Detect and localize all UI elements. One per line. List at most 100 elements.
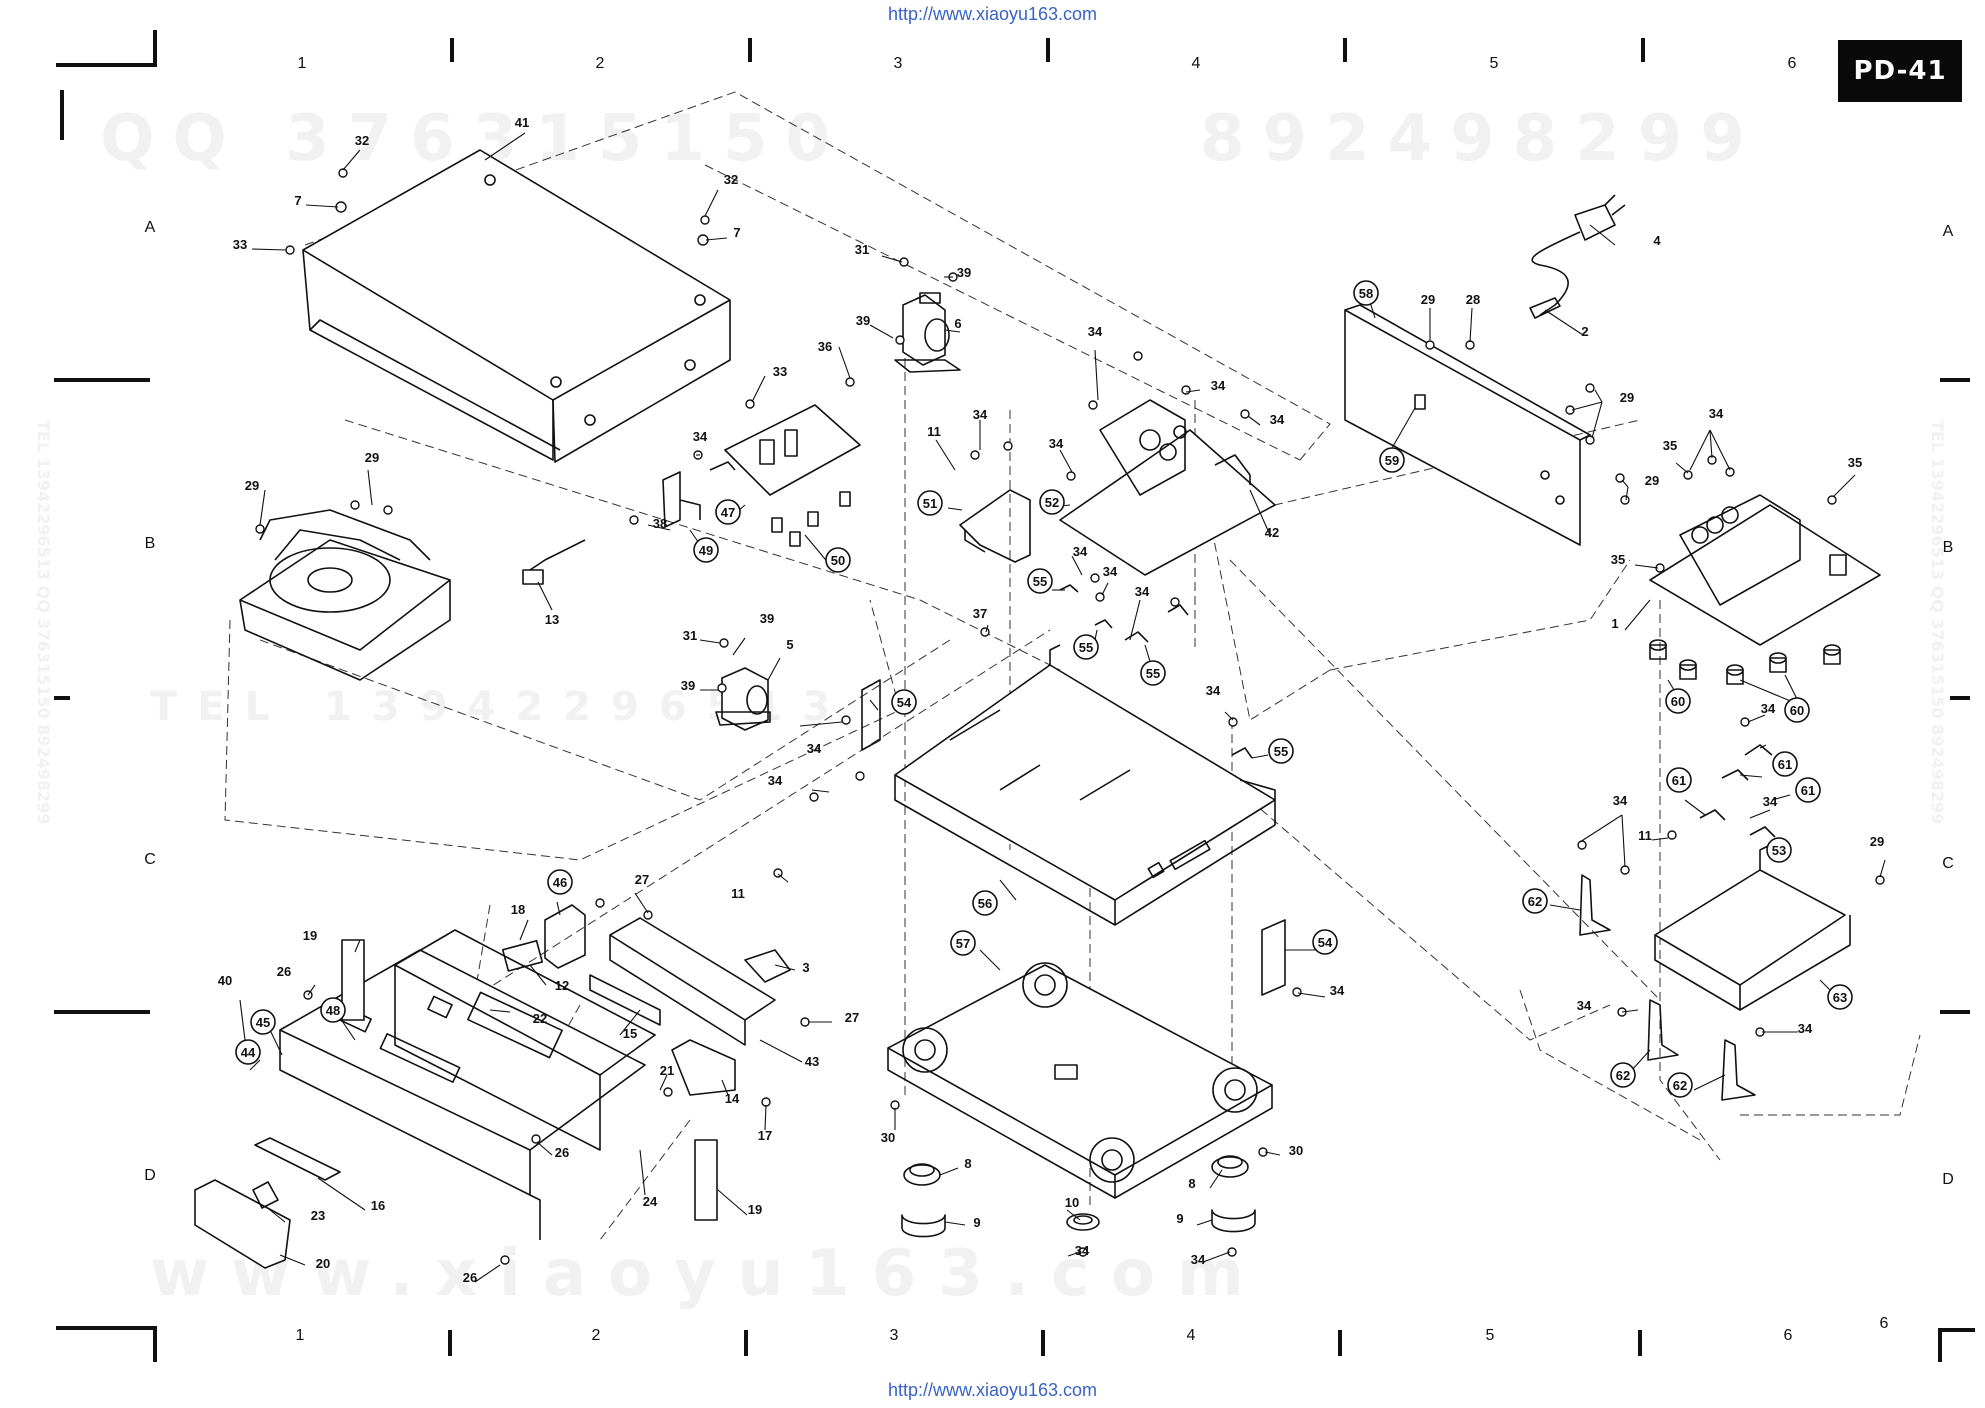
foot-rings-part bbox=[901, 1155, 1256, 1238]
callout-34: 34 bbox=[1270, 412, 1285, 427]
watermark-tel: TEL 13942296513 bbox=[150, 684, 850, 730]
col-label-bottom-4: 4 bbox=[1187, 1327, 1196, 1344]
callout-text: 31 bbox=[855, 242, 869, 257]
screw bbox=[800, 1017, 810, 1027]
callout-34: 34 bbox=[1103, 564, 1118, 579]
callout-41: 41 bbox=[515, 115, 529, 130]
screw bbox=[717, 683, 727, 693]
legs-62-part bbox=[1579, 874, 1756, 1101]
callout-55: 55 bbox=[1140, 660, 1166, 686]
callout-62: 62 bbox=[1522, 888, 1548, 914]
callout-text: 29 bbox=[1421, 292, 1435, 307]
callout-text: 57 bbox=[956, 936, 970, 951]
screw bbox=[1827, 495, 1837, 505]
callout-circle bbox=[1312, 929, 1338, 955]
screw bbox=[895, 335, 905, 345]
callout-35: 35 bbox=[1611, 552, 1625, 567]
callout-text: 30 bbox=[881, 1130, 895, 1145]
callout-text: 8 bbox=[1188, 1176, 1195, 1191]
callout-text: 62 bbox=[1673, 1078, 1687, 1093]
callout-34: 34 bbox=[1075, 1243, 1090, 1258]
screw bbox=[1181, 385, 1191, 395]
callout-text: 34 bbox=[807, 741, 822, 756]
callout-2: 2 bbox=[1581, 324, 1588, 339]
callout-circle bbox=[1379, 447, 1405, 473]
clamps-61-part bbox=[1699, 744, 1776, 838]
callout-text: 36 bbox=[818, 339, 832, 354]
callout-52: 52 bbox=[1039, 489, 1065, 515]
screw bbox=[761, 1097, 771, 1107]
screw bbox=[700, 215, 710, 225]
screw bbox=[500, 1255, 510, 1265]
screw bbox=[1088, 400, 1098, 410]
callout-text: 34 bbox=[1761, 701, 1776, 716]
callout-58: 58 bbox=[1353, 280, 1379, 306]
frame-marks bbox=[54, 30, 1975, 1362]
power-cord-part bbox=[1529, 194, 1626, 319]
board-47-part bbox=[709, 404, 861, 496]
model-badge: PD-41 bbox=[1838, 40, 1962, 102]
callout-34: 34 bbox=[1761, 701, 1776, 716]
callout-text: 39 bbox=[760, 611, 774, 626]
bracket-54-part bbox=[861, 679, 1286, 996]
callout-circle bbox=[972, 890, 998, 916]
window-16-part bbox=[254, 1137, 341, 1181]
callout-text: 30 bbox=[1289, 1143, 1303, 1158]
callout-text: 35 bbox=[1611, 552, 1625, 567]
callout-50: 50 bbox=[825, 547, 851, 573]
callout-circle bbox=[1666, 767, 1692, 793]
callout-text: 61 bbox=[1778, 757, 1792, 772]
callout-circle bbox=[917, 490, 943, 516]
callout-60: 60 bbox=[1665, 688, 1691, 714]
callout-text: 26 bbox=[463, 1270, 477, 1285]
screw bbox=[1227, 1247, 1237, 1257]
callout-text: 20 bbox=[316, 1256, 330, 1271]
callout-text: 11 bbox=[1638, 828, 1652, 843]
callout-34: 34 bbox=[1049, 436, 1064, 451]
callout-circle bbox=[1766, 837, 1792, 863]
callout-text: 24 bbox=[643, 1194, 658, 1209]
row-label-right-C: C bbox=[1942, 855, 1954, 872]
transformer-5-part bbox=[715, 667, 771, 731]
part-15 bbox=[589, 974, 661, 1026]
callout-text: 34 bbox=[1330, 983, 1345, 998]
callout-circle bbox=[1784, 697, 1810, 723]
screw bbox=[350, 500, 360, 510]
callout-27: 27 bbox=[845, 1010, 859, 1025]
screw bbox=[595, 898, 605, 908]
callout-text: 39 bbox=[957, 265, 971, 280]
callout-29: 29 bbox=[1645, 473, 1659, 488]
callout-text: 18 bbox=[511, 902, 525, 917]
callout-18: 18 bbox=[511, 902, 525, 917]
callout-5: 5 bbox=[786, 637, 793, 652]
callout-text: 45 bbox=[256, 1015, 270, 1030]
callout-text: 61 bbox=[1672, 773, 1686, 788]
callout-text: 51 bbox=[923, 496, 937, 511]
callout-34: 34 bbox=[1211, 378, 1226, 393]
callout-text: 34 bbox=[1709, 406, 1724, 421]
callout-8: 8 bbox=[964, 1156, 971, 1171]
callout-circle bbox=[1140, 660, 1166, 686]
footer-url[interactable]: http://www.xiaoyu163.com bbox=[887, 1380, 1098, 1400]
header-url[interactable]: http://www.xiaoyu163.com bbox=[887, 4, 1098, 24]
callout-text: 19 bbox=[748, 1202, 762, 1217]
callout-text: 48 bbox=[326, 1003, 340, 1018]
callout-11: 11 bbox=[731, 886, 745, 901]
screw bbox=[1133, 351, 1143, 361]
callout-34: 34 bbox=[807, 741, 822, 756]
callout-39: 39 bbox=[957, 265, 971, 280]
callout-text: 21 bbox=[660, 1063, 674, 1078]
col-label-bottom-6: 6 bbox=[1784, 1327, 1793, 1344]
callout-text: 43 bbox=[805, 1054, 819, 1069]
callout-text: 14 bbox=[725, 1091, 740, 1106]
callout-text: 50 bbox=[831, 553, 845, 568]
callout-circle bbox=[1353, 280, 1379, 306]
callout-55: 55 bbox=[1073, 634, 1099, 660]
callout-text: 22 bbox=[533, 1011, 547, 1026]
screw bbox=[1620, 865, 1630, 875]
board-1-part bbox=[1649, 494, 1881, 646]
callout-56: 56 bbox=[972, 890, 998, 916]
screw bbox=[1292, 987, 1302, 997]
callout-40: 40 bbox=[218, 973, 232, 988]
connector-13-part bbox=[522, 539, 586, 585]
